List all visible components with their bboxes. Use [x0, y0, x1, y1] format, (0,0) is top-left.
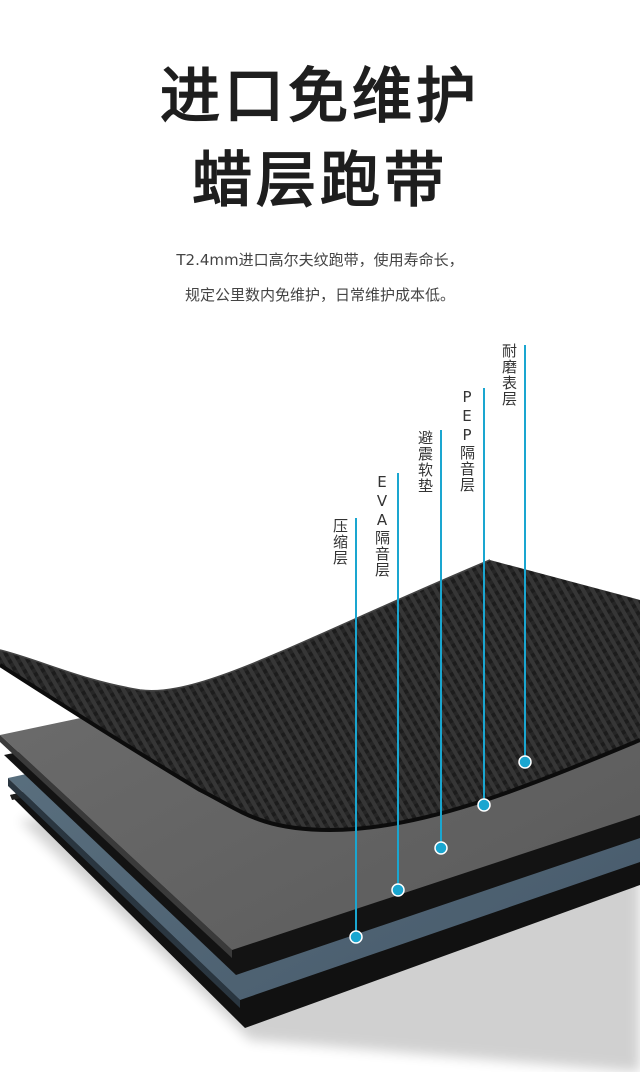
callout-lines [355, 345, 526, 937]
page-title-line2: 蜡层跑带 [192, 146, 448, 216]
wear-surface-edge [0, 559, 491, 692]
callout-dot-pep [477, 798, 491, 812]
pep-layer-edge [0, 735, 232, 958]
callout-dot-cushion [434, 841, 448, 855]
callout-dot-eva [391, 883, 405, 897]
layer-label-eva: EVA隔音层 [373, 473, 391, 578]
layer-label-compression: 压缩层 [331, 518, 349, 566]
callout-dot-wear [518, 755, 532, 769]
description-line1: T2.4mm进口高尔夫纹跑带，使用寿命长， [176, 251, 464, 269]
callout-dot-compression [349, 930, 363, 944]
layer-label-pep: PEP隔音层 [458, 388, 476, 493]
wear-surface-bottom-edge [0, 663, 640, 833]
layer-label-cushion: 避震软垫 [416, 430, 434, 494]
wear-surface-layer [0, 560, 640, 830]
page-title-line1: 进口免维护 [160, 62, 480, 132]
eva-layer-edge [8, 778, 240, 1008]
description-line2: 规定公里数内免维护，日常维护成本低。 [184, 286, 455, 304]
callout-dots [349, 755, 532, 944]
layer-label-wear: 耐磨表层 [500, 343, 518, 407]
